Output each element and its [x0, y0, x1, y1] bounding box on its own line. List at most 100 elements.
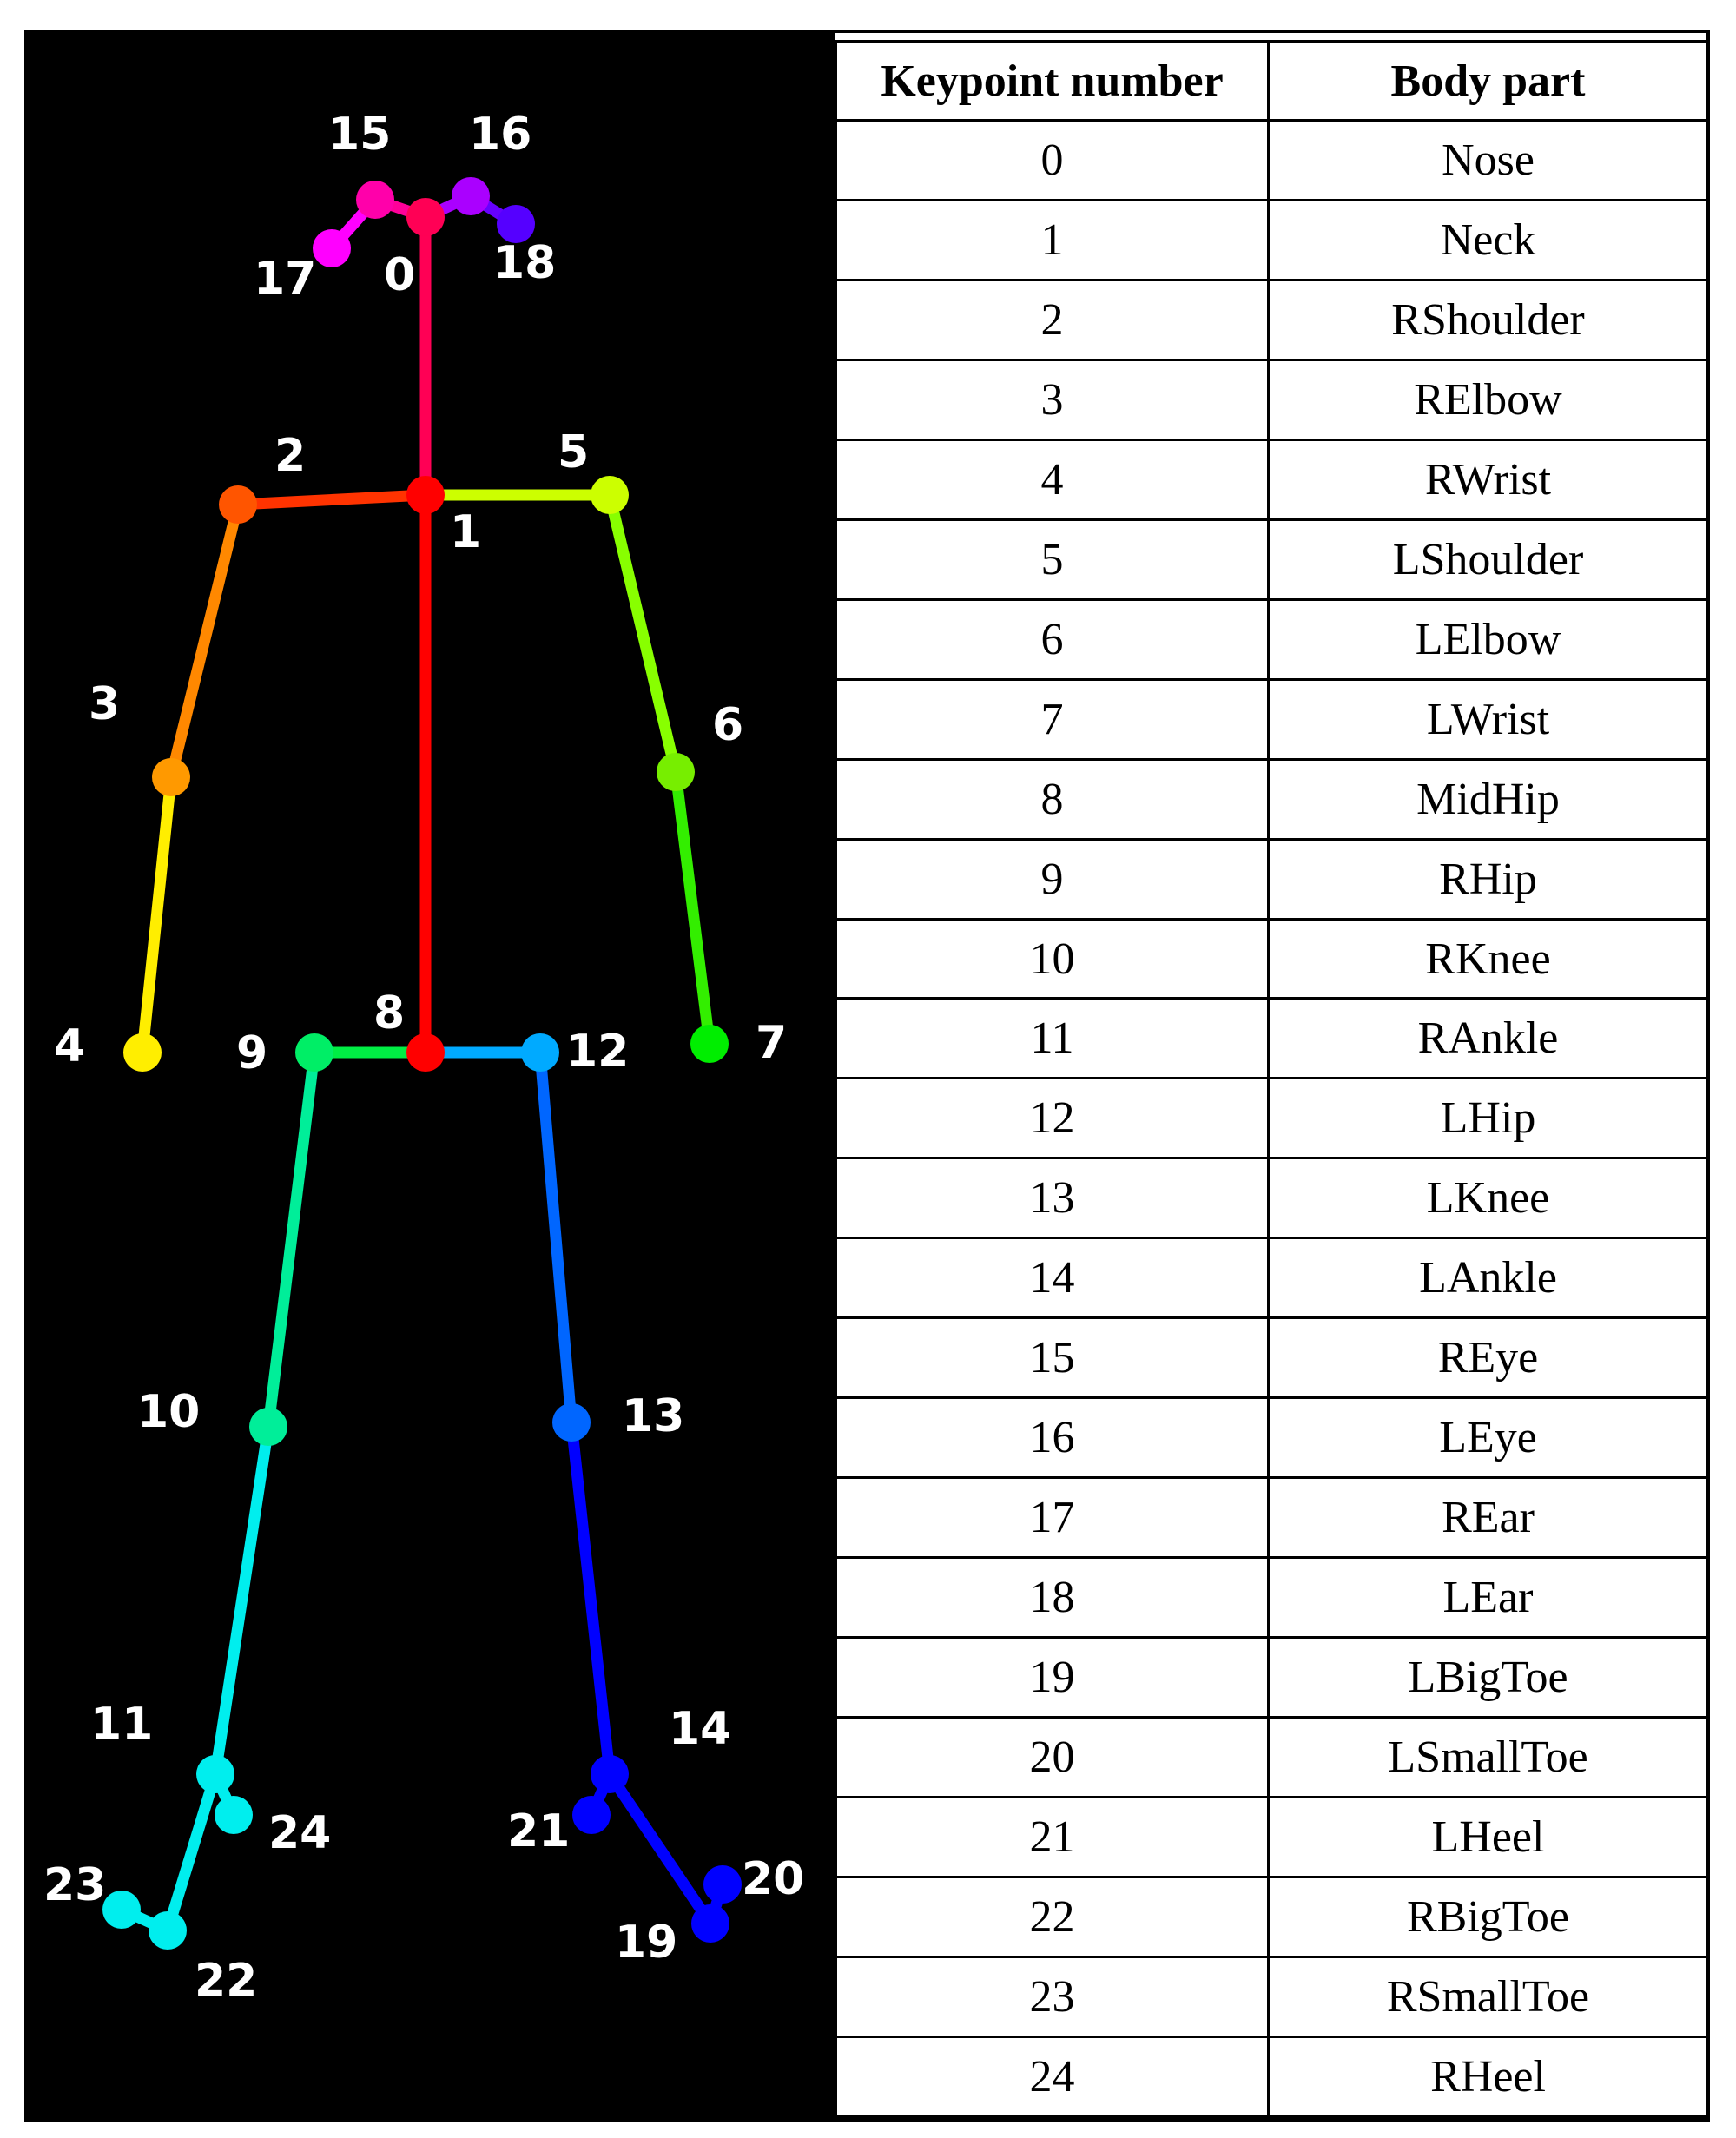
body-part-cell: RSmallToe	[1267, 1955, 1709, 2038]
keypoint-11	[196, 1755, 234, 1793]
keypoint-label-21: 21	[507, 1805, 570, 1858]
keypoint-19	[691, 1904, 729, 1943]
header-body-part: Body part	[1267, 40, 1709, 122]
keypoint-13	[552, 1403, 591, 1442]
keypoint-number-cell: 12	[835, 1077, 1270, 1160]
keypoint-12	[521, 1033, 559, 1072]
keypoint-number-cell: 22	[835, 1875, 1270, 1958]
keypoint-7	[690, 1025, 729, 1063]
keypoint-label-14: 14	[669, 1703, 731, 1755]
bone-13-14	[565, 1416, 616, 1780]
body-part-cell: Neck	[1267, 198, 1709, 281]
body-part-cell: Nose	[1267, 119, 1709, 201]
keypoint-number-cell: 1	[835, 198, 1270, 281]
body-part-cell: RHip	[1267, 837, 1709, 921]
keypoint-23	[102, 1891, 141, 1929]
keypoint-label-3: 3	[89, 678, 120, 730]
keypoint-label-15: 15	[328, 109, 391, 161]
keypoint-number-cell: 18	[835, 1556, 1270, 1640]
body-part-cell: RAnkle	[1267, 997, 1709, 1080]
keypoint-number-cell: 8	[835, 757, 1270, 841]
body-part-cell: LHeel	[1267, 1796, 1709, 1878]
bone-14-19	[604, 1768, 716, 1930]
body-part-cell: LHip	[1267, 1077, 1709, 1160]
keypoint-label-7: 7	[756, 1017, 787, 1069]
keypoint-number-cell: 14	[835, 1237, 1270, 1320]
keypoint-number-cell: 6	[835, 597, 1270, 681]
keypoint-label-19: 19	[615, 1917, 677, 1969]
bone-6-7	[670, 766, 716, 1050]
keypoint-label-9: 9	[236, 1027, 267, 1079]
body-part-cell: LSmallToe	[1267, 1716, 1709, 1799]
keypoint-number-cell: 16	[835, 1396, 1270, 1480]
bone-12-13	[534, 1046, 578, 1429]
bone-9-10	[262, 1046, 320, 1433]
keypoint-number-cell: 21	[835, 1796, 1270, 1878]
body-part-cell: LWrist	[1267, 677, 1709, 761]
keypoint-label-11: 11	[90, 1699, 153, 1751]
keypoint-22	[149, 1911, 187, 1950]
keypoint-label-10: 10	[137, 1386, 200, 1438]
keypoint-number-cell: 0	[835, 119, 1270, 201]
keypoint-number-cell: 15	[835, 1316, 1270, 1400]
bone-1-2	[232, 489, 432, 511]
keypoint-number-cell: 4	[835, 438, 1270, 521]
keypoint-24	[215, 1796, 253, 1834]
keypoint-label-24: 24	[268, 1807, 331, 1859]
keypoint-label-5: 5	[558, 426, 589, 478]
body-part-cell: RShoulder	[1267, 278, 1709, 361]
keypoint-label-22: 22	[195, 1955, 257, 2007]
keypoint-16	[452, 177, 490, 215]
keypoint-number-cell: 23	[835, 1955, 1270, 2038]
keypoint-15	[356, 181, 394, 219]
keypoint-label-1: 1	[450, 506, 481, 558]
keypoint-21	[572, 1796, 611, 1834]
keypoint-5	[591, 476, 629, 514]
bone-5-6	[604, 489, 682, 778]
keypoint-17	[313, 229, 351, 267]
keypoint-label-20: 20	[742, 1853, 804, 1905]
keypoint-9	[295, 1033, 333, 1072]
keypoint-label-4: 4	[54, 1020, 85, 1072]
keypoint-3	[152, 758, 190, 796]
body-part-cell: MidHip	[1267, 757, 1709, 841]
body-part-cell: LShoulder	[1267, 518, 1709, 601]
keypoint-label-23: 23	[43, 1859, 106, 1911]
keypoint-1	[406, 476, 445, 514]
keypoint-number-cell: 20	[835, 1716, 1270, 1799]
keypoint-20	[703, 1865, 742, 1904]
keypoint-label-17: 17	[254, 253, 316, 305]
body-part-cell: LElbow	[1267, 597, 1709, 681]
body-part-cell: REar	[1267, 1476, 1709, 1560]
body-part-cell: LBigToe	[1267, 1636, 1709, 1719]
body-part-cell: RBigToe	[1267, 1875, 1709, 1958]
body-part-cell: LEye	[1267, 1396, 1709, 1480]
keypoint-label-12: 12	[566, 1026, 629, 1078]
keypoint-14	[591, 1755, 629, 1793]
keypoint-label-6: 6	[712, 699, 743, 751]
keypoint-number-cell: 5	[835, 518, 1270, 601]
